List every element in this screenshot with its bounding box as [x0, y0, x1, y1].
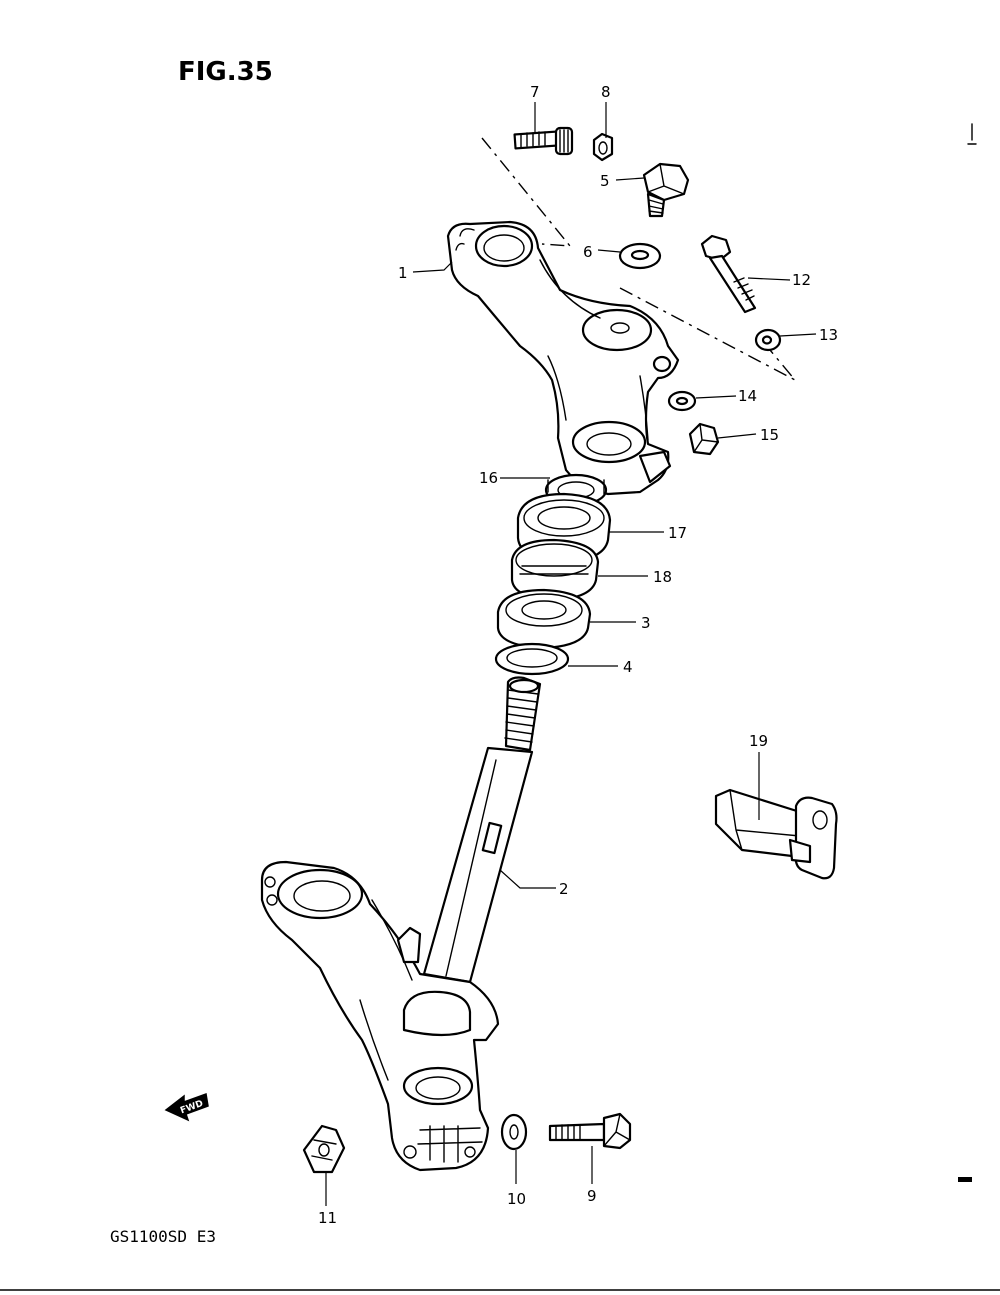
leader-lines	[325, 102, 817, 1206]
part-6-washer	[618, 242, 662, 270]
part-15-cap-nut	[688, 422, 720, 456]
callout-5: 5	[600, 172, 610, 190]
callout-14: 14	[738, 387, 757, 405]
callout-18: 18	[653, 568, 672, 586]
part-10-washer	[500, 1113, 528, 1151]
callout-2: 2	[559, 880, 569, 898]
callout-13: 13	[819, 326, 838, 344]
part-4-dust-seal	[494, 642, 570, 676]
part-14-lock-washer	[667, 390, 697, 412]
callout-3: 3	[641, 614, 651, 632]
part-5-bolt	[642, 162, 690, 218]
part-7-screw	[513, 126, 574, 156]
callout-12: 12	[792, 271, 811, 289]
callout-1: 1	[398, 264, 408, 282]
part-13-washer	[754, 328, 782, 352]
callout-6: 6	[583, 243, 593, 261]
callout-9: 9	[587, 1187, 597, 1205]
part-19-steering-lock	[714, 788, 838, 880]
callout-17: 17	[668, 524, 687, 542]
callout-19: 19	[749, 732, 768, 750]
part-11-clip	[302, 1124, 346, 1174]
part-3-lower-bearing	[496, 588, 592, 650]
callout-numbers: 1 2 3 4 5 6 7 8 9 10 11 12 13 14 15 16 1…	[318, 83, 838, 1227]
callout-16: 16	[479, 469, 498, 487]
callout-10: 10	[507, 1190, 526, 1208]
callout-15: 15	[760, 426, 779, 444]
callout-4: 4	[623, 658, 633, 676]
part-2-steering-stem	[260, 676, 542, 1172]
alignment-lines	[481, 137, 796, 381]
page-margin-marks	[0, 123, 1000, 1291]
part-8-nut	[592, 132, 614, 162]
callout-11: 11	[318, 1209, 337, 1227]
callout-7: 7	[530, 83, 540, 101]
part-12-bolt	[700, 234, 757, 314]
figure-title: FIG.35	[178, 57, 273, 87]
callout-8: 8	[601, 83, 611, 101]
part-1-upper-bracket	[446, 220, 680, 496]
model-code: GS1100SD E3	[110, 1227, 216, 1246]
fwd-arrow-icon: FWD	[164, 1092, 209, 1122]
part-9-clamp-bolt	[548, 1112, 632, 1150]
